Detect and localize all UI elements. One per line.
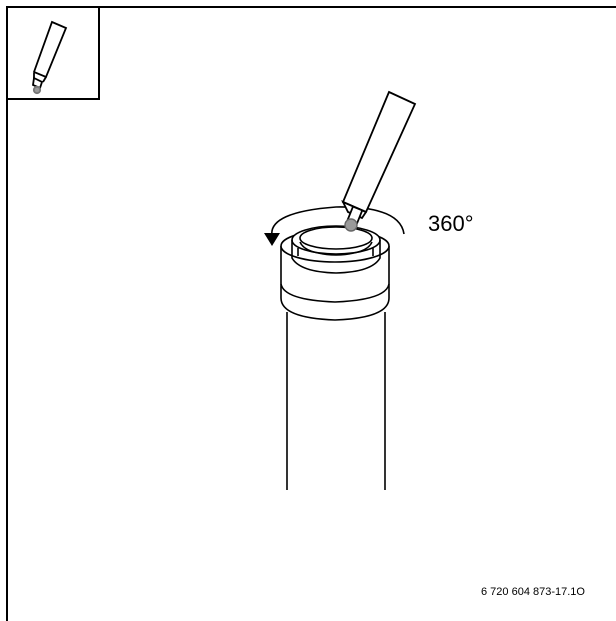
rotation-label: 360°	[428, 211, 474, 236]
sealant-tube-icon	[32, 20, 68, 95]
flue-pipe	[280, 225, 390, 490]
rotation-arrow-icon	[264, 206, 405, 246]
diagram-border	[6, 6, 616, 621]
figure-code: 6 720 604 873-17.1O	[481, 586, 585, 598]
inset-box	[6, 6, 100, 100]
sealant-tube-main	[341, 90, 417, 232]
